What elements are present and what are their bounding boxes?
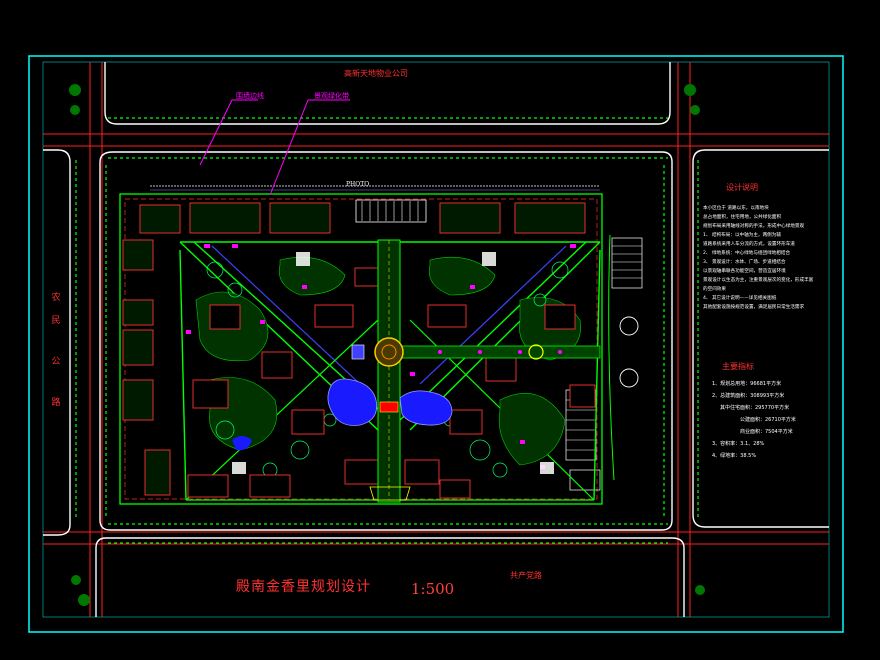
drawing-scale: 1:500 <box>411 580 455 598</box>
indicator-line: 公建面积：26710平方米 <box>740 417 796 423</box>
central-axis <box>377 239 401 503</box>
design-note-line: 的空间效果 <box>703 287 726 292</box>
west-road-char: 公 <box>51 357 61 367</box>
indicator-line: 2、总建筑面积：308993平方米 <box>712 393 785 399</box>
plaza-circle-east <box>528 344 544 360</box>
callout-leaders <box>199 99 350 196</box>
design-note-line: 总占地面积，住宅用地，公共绿化面积 <box>703 215 782 220</box>
design-note-line: 本小区位于 道路以东，以南地块 <box>703 206 769 211</box>
east-roundabout-north <box>619 316 639 336</box>
drawing-frame <box>28 55 844 633</box>
design-note-line: 以景观轴串联各功能空间，营造宜居环境 <box>703 269 786 274</box>
design-notes-heading: 设计说明 <box>726 183 758 192</box>
road-edges <box>43 62 829 617</box>
north-road-label: 高新天地物业公司 <box>344 69 408 78</box>
indicator-line: 其中住宅面积：295770平方米 <box>720 405 790 411</box>
south-road-label: 共产党路 <box>510 571 542 580</box>
callout-wall-line: 围墙边线 <box>236 92 264 100</box>
design-note-line: 其他配套设施按规范设置，满足居民日常生活需求 <box>703 305 805 310</box>
callout-green-belt: 景观绿化带 <box>314 92 349 100</box>
design-note-line: 4、 其它设计说明——详见相关图纸 <box>703 296 777 301</box>
indicators-list: 1、规划总用地：96681平方米 2、总建筑面积：308993平方米 其中住宅面… <box>712 378 827 462</box>
east-roundabout-south <box>619 368 639 388</box>
indicators-heading: 主要指标 <box>722 362 754 371</box>
indicator-line: 1、规划总用地：96681平方米 <box>712 381 782 387</box>
design-note-line: 规划布局采用轴线对称的手法，形成中心绿地景观 <box>703 224 805 229</box>
drawing-title: 殿南金香里规划设计 <box>236 579 371 595</box>
design-note-line: 1、 结构布局：以中轴为主，两侧为辅 <box>703 233 781 238</box>
west-buildings <box>122 239 171 496</box>
east-promenade <box>399 345 601 359</box>
west-road-char: 农 <box>51 293 61 303</box>
tree-clusters <box>69 84 705 606</box>
central-plaza <box>374 337 404 367</box>
west-road-char: 路 <box>51 398 61 408</box>
site-boundary <box>119 193 603 505</box>
indicator-line: 3、容积率：3.1、28% <box>712 441 765 447</box>
indicator-line: 商业面积：7504平方米 <box>740 429 793 435</box>
south-gate <box>369 486 411 501</box>
water-feature-east <box>399 390 453 426</box>
design-note-line: 3、 景观设计：水体、广场、步道相结合 <box>703 260 786 265</box>
north-buildings <box>139 202 586 234</box>
design-note-line: 2、 绿地系统：中心绿地与组团绿地相结合 <box>703 251 791 256</box>
design-notes-list: 本小区位于 道路以东，以南地块 总占地面积，住宅用地，公共绿化面积 规划布局采用… <box>703 204 828 312</box>
gate-label: PHOTO <box>346 181 370 188</box>
east-parking <box>565 237 643 491</box>
street-trees <box>75 117 699 544</box>
water-feature-west <box>327 378 378 426</box>
design-note-line: 景观设计以生态为主，注重景观层次的变化，形成丰富 <box>703 278 814 283</box>
property-red-lines <box>43 62 829 617</box>
design-note-line: 道路系统采用人车分流的方式，设置环形车道 <box>703 242 795 247</box>
west-road-label: 农 民 公 路 <box>50 290 62 408</box>
indicator-line: 4、绿地率：38.5% <box>712 453 757 459</box>
west-road-char: 民 <box>51 316 61 326</box>
north-gate <box>355 199 427 223</box>
